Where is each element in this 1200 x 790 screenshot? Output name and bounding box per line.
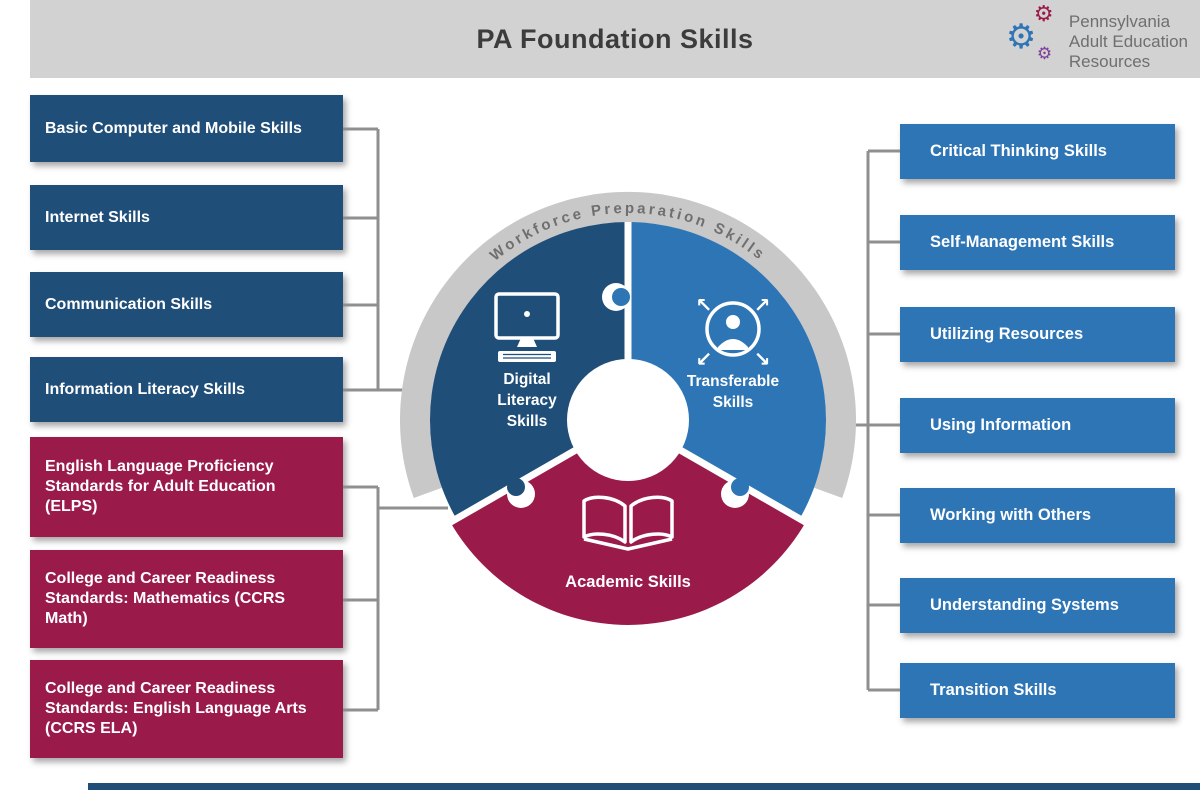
skill-box-communication-skills: Communication Skills bbox=[30, 272, 343, 337]
center-circle bbox=[567, 359, 689, 481]
digital-label-line: Skills bbox=[507, 413, 548, 430]
gear-icon: ⚙ bbox=[1036, 44, 1053, 64]
skill-box-label: Communication Skills bbox=[45, 295, 213, 313]
arrow-se-icon: ↘ bbox=[754, 347, 771, 371]
logo-text: Pennsylvania Adult Education Resources bbox=[1069, 4, 1188, 72]
logo-line: Adult Education bbox=[1068, 32, 1188, 52]
gears-logo-icon: ⚙ ⚙ ⚙ bbox=[1006, 4, 1064, 70]
digital-label-line: Digital bbox=[503, 371, 550, 388]
arrow-ne-icon: ↗ bbox=[754, 293, 771, 317]
skill-box-label: Utilizing Resources bbox=[930, 325, 1084, 343]
desktop-computer-icon bbox=[494, 292, 560, 362]
skill-box-label: Understanding Systems bbox=[930, 596, 1119, 614]
skill-box-label: Critical Thinking Skills bbox=[930, 142, 1107, 160]
skill-box-basic-computer-mobile: Basic Computer and Mobile Skills bbox=[30, 95, 343, 162]
puzzle-knobs bbox=[507, 283, 749, 508]
gear-icon: ⚙ bbox=[1033, 2, 1054, 27]
skill-box-label: Using Information bbox=[930, 416, 1072, 434]
person-arrows-icon: ↗ ↖ ↘ ↙ bbox=[696, 293, 771, 371]
skill-box-label: Information Literacy Skills bbox=[45, 380, 246, 398]
transferable-skills-wedge bbox=[628, 222, 827, 519]
skill-box-label: Transition Skills bbox=[930, 681, 1057, 699]
skill-box-understanding-systems: Understanding Systems bbox=[900, 578, 1175, 633]
workforce-arc-label: Workforce Preparation Skills bbox=[487, 200, 769, 265]
skill-box-self-management: Self-Management Skills bbox=[900, 215, 1175, 270]
transferable-label-line: Skills bbox=[713, 394, 754, 411]
digital-label-line: Literacy bbox=[497, 392, 557, 409]
skill-box-label: Self-Management Skills bbox=[930, 233, 1115, 251]
skill-box-label: Internet Skills bbox=[45, 208, 150, 226]
skill-box-ccrs-math: College and Career Readiness Standards: … bbox=[30, 550, 343, 648]
skills-wheel: Workforce Preparation Skills bbox=[400, 191, 856, 625]
skill-box-working-with-others: Working with Others bbox=[900, 488, 1175, 543]
digital-literacy-wedge bbox=[429, 222, 628, 519]
skill-box-label: Working with Others bbox=[930, 506, 1092, 524]
logo-line: Resources bbox=[1068, 52, 1151, 72]
skill-box-label: Basic Computer and Mobile Skills bbox=[45, 119, 302, 137]
academic-skills-wedge bbox=[450, 420, 806, 625]
skill-box-information-literacy: Information Literacy Skills bbox=[30, 357, 343, 422]
academic-label: Academic Skills bbox=[565, 573, 691, 591]
skill-box-transition-skills: Transition Skills bbox=[900, 663, 1175, 718]
open-book-icon bbox=[582, 495, 674, 551]
page-title: PA Foundation Skills bbox=[476, 24, 754, 54]
gear-icon: ⚙ bbox=[1005, 17, 1037, 57]
footer-bar bbox=[88, 783, 1200, 790]
connector-lines bbox=[343, 127, 900, 712]
skill-box-using-information: Using Information bbox=[900, 398, 1175, 453]
skill-box-ccrs-ela: College and Career Readiness Standards: … bbox=[30, 660, 343, 758]
connector-right-bracket bbox=[852, 149, 900, 692]
logo-line: Pennsylvania bbox=[1068, 12, 1171, 31]
connector-left-maroon-bracket bbox=[343, 485, 448, 712]
workforce-preparation-ring bbox=[400, 191, 856, 498]
arrow-sw-icon: ↙ bbox=[696, 347, 713, 371]
pa-adult-education-logo: ⚙ ⚙ ⚙ Pennsylvania Adult Education Resou… bbox=[1006, 4, 1188, 72]
skill-box-critical-thinking: Critical Thinking Skills bbox=[900, 124, 1175, 179]
puzzle-seams bbox=[447, 222, 809, 527]
skill-box-label: College and Career Readiness Standards: … bbox=[45, 680, 307, 737]
connector-left-navy-bracket bbox=[343, 127, 408, 392]
skill-box-label: College and Career Readiness Standards: … bbox=[45, 570, 286, 627]
skill-box-internet-skills: Internet Skills bbox=[30, 185, 343, 250]
header-bar: PA Foundation Skills ⚙ ⚙ ⚙ Pennsylvania … bbox=[30, 0, 1200, 78]
skill-box-utilizing-resources: Utilizing Resources bbox=[900, 307, 1175, 362]
arrow-nw-icon: ↖ bbox=[696, 293, 713, 317]
skill-box-label: English Language Proficiency Standards f… bbox=[45, 458, 276, 515]
skill-box-elps: English Language Proficiency Standards f… bbox=[30, 437, 343, 537]
transferable-label-line: Transferable bbox=[687, 373, 780, 390]
